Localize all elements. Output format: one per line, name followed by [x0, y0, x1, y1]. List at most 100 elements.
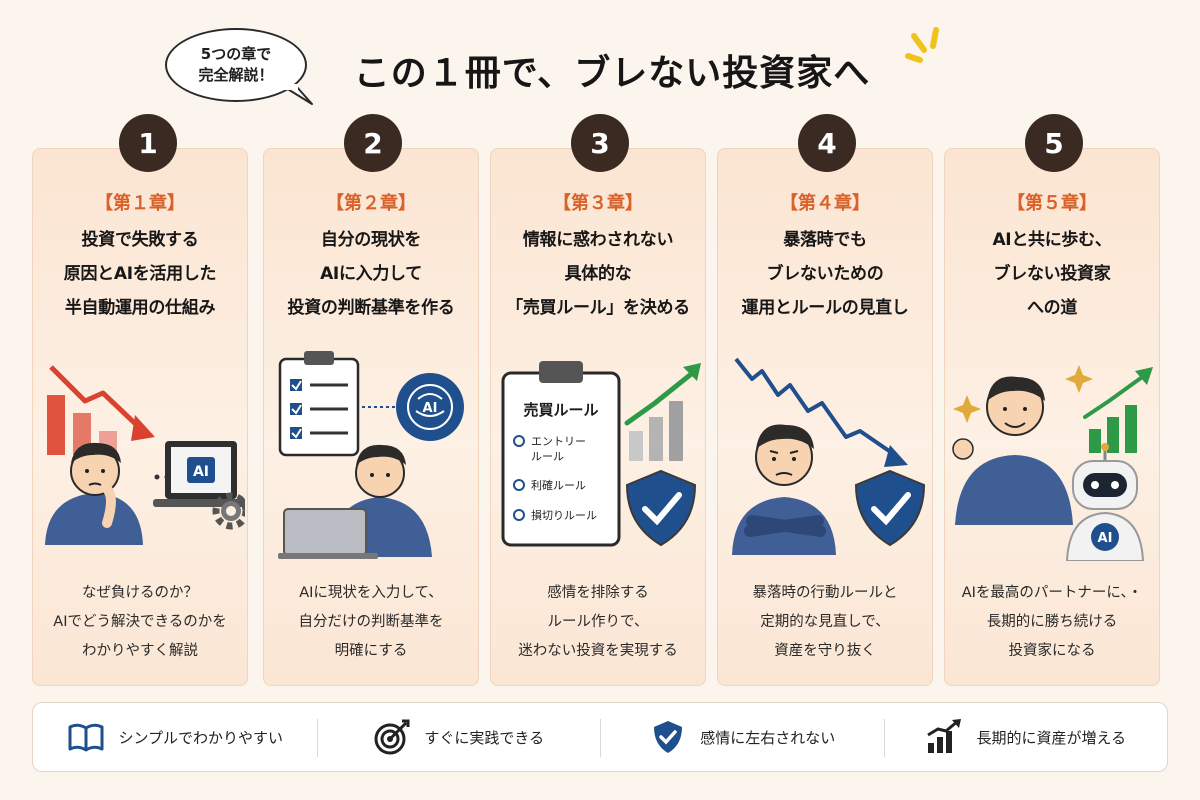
description-line: わかりやすく解説: [82, 643, 198, 659]
confident-person-icon: [952, 376, 1073, 525]
feature-simple: シンプルでわかりやすい: [33, 703, 317, 771]
chapter-title-line: 運用とルールの見直し: [741, 298, 909, 318]
sparkle-icon: [905, 27, 939, 63]
chapter-title-line: 半自動運用の仕組み: [64, 298, 216, 318]
chapter-title-line: AIに入力して: [320, 264, 422, 284]
chapter-number-badge: 1: [119, 114, 177, 172]
crash-line-icon: [734, 357, 908, 467]
description-line: 長期的に勝ち続ける: [986, 614, 1118, 630]
description-line: ルール作りで、: [547, 614, 649, 630]
chapter-title-line: 投資で失敗する: [81, 230, 199, 250]
chapter-1-illustration: AI: [45, 365, 245, 545]
person-laptop-icon: [278, 444, 432, 559]
chapter-title-line: 情報に惑わされない: [522, 230, 674, 250]
description-line: 迷わない投資を実現する: [518, 643, 678, 659]
feature-emotion: 感情に左右されない: [600, 703, 884, 771]
chapter-title-line: ブレない投資家: [993, 264, 1111, 284]
chapter-label: 【第５章】: [1007, 193, 1097, 214]
chapter-card-2: 【第２章】 自分の現状を AIに入力して 投資の判断基準を作る AI: [263, 148, 479, 686]
rising-chart-icon: [624, 363, 701, 461]
shield-check-icon: [654, 721, 683, 753]
chapter-description: AIを最高のパートナーに、・ 長期的に勝ち続ける 投資家になる: [945, 579, 1159, 666]
description-line: なぜ負けるのか？: [82, 585, 198, 601]
page-title: この１冊で、ブレない投資家へ: [353, 53, 871, 94]
worried-person-icon: [732, 424, 836, 555]
chapter-label: 【第２章】: [326, 193, 416, 214]
chapter-title: 自分の現状を AIに入力して 投資の判断基準を作る: [264, 223, 478, 325]
chapter-title: 情報に惑わされない 具体的な 「売買ルール」を決める: [491, 223, 705, 325]
description-line: AIに現状を入力して、: [299, 585, 443, 601]
chapter-title-line: 暴落時でも: [783, 230, 867, 250]
description-line: 暴落時の行動ルールと: [752, 585, 898, 601]
sparkle-icon: [953, 365, 1093, 423]
chapter-title-line: への道: [1026, 298, 1078, 318]
chapter-title-line: ブレないための: [766, 264, 884, 284]
checklist-clipboard-icon: [278, 351, 360, 457]
clipboard-item: ルール: [531, 450, 564, 463]
chapter-card-1: 【第１章】 投資で失敗する 原因とAIを活用した 半自動運用の仕組み: [32, 148, 248, 686]
chapter-label: 【第４章】: [780, 193, 870, 214]
description-line: AIを最高のパートナーに、・: [961, 585, 1143, 601]
chapter-title-line: AIと共に歩む、: [992, 230, 1112, 250]
feature-label: 感情に左右されない: [700, 728, 836, 747]
ai-brain-icon: AI: [396, 373, 464, 441]
chapter-label: 【第１章】: [95, 193, 185, 214]
description-line: 資産を守り抜く: [774, 643, 876, 659]
bubble-line-1: 5つの章で: [200, 45, 272, 63]
shield-check-icon: [625, 469, 697, 547]
target-icon: [374, 719, 410, 755]
chapter-title: AIと共に歩む、 ブレない投資家 への道: [945, 223, 1159, 325]
chapter-description: AIに現状を入力して、 自分だけの判断基準を 明確にする: [264, 579, 478, 666]
chapter-title-line: 原因とAIを活用した: [63, 264, 217, 284]
bubble-line-2: 完全解説！: [198, 66, 274, 84]
chapter-number-badge: 3: [571, 114, 629, 172]
chapter-title-line: 「売買ルール」を決める: [506, 298, 690, 318]
ai-robot-icon: AI: [1065, 443, 1145, 561]
chapter-title-line: 自分の現状を: [320, 230, 422, 250]
chapter-label: 【第３章】: [553, 193, 643, 214]
chapter-title-line: 投資の判断基準を作る: [287, 298, 455, 318]
chapter-title: 投資で失敗する 原因とAIを活用した 半自動運用の仕組み: [33, 223, 247, 325]
chapter-title: 暴落時でも ブレないための 運用とルールの見直し: [718, 223, 932, 325]
clipboard-title: 売買ルール: [523, 401, 598, 419]
description-line: 定期的な見直しで、: [760, 614, 890, 630]
feature-label: すぐに実践できる: [424, 728, 545, 747]
clipboard-item: 利確ルール: [531, 478, 586, 492]
rules-clipboard-icon: 売買ルール エントリー ルール 利確ルール 損切りルール: [501, 361, 621, 547]
header: 5つの章で 完全解説！ この１冊で、ブレない投資家へ: [0, 0, 1200, 120]
speech-bubble: 5つの章で 完全解説！: [165, 28, 307, 102]
rising-chart-icon: [1083, 367, 1153, 453]
chapter-number-badge: 2: [344, 114, 402, 172]
chapter-card-3: 【第３章】 情報に惑わされない 具体的な 「売買ルール」を決める 売買ルール エ…: [490, 148, 706, 686]
chapter-description: 暴落時の行動ルールと 定期的な見直しで、 資産を守り抜く: [718, 579, 932, 666]
clipboard-item: エントリー: [531, 435, 586, 448]
description-line: 投資家になる: [1008, 643, 1096, 659]
gear-icon: [212, 492, 245, 530]
description-line: 自分だけの判断基準を: [298, 614, 444, 630]
feature-label: シンプルでわかりやすい: [118, 728, 284, 747]
chapter-card-4: 【第４章】 暴落時でも ブレないための 運用とルールの見直し 暴落時の行動ルール…: [717, 148, 933, 686]
chapter-4-illustration: [732, 357, 926, 555]
shield-check-icon: [854, 469, 926, 547]
chapter-2-illustration: AI: [278, 351, 464, 559]
chapter-number-badge: 5: [1025, 114, 1083, 172]
feature-bar: シンプルでわかりやすい すぐに実践できる 感情に左右されない 長期的に資産が増え…: [32, 702, 1168, 772]
clipboard-item: 損切りルール: [531, 508, 597, 522]
thinking-person-icon: [45, 442, 143, 545]
ai-label: AI: [1098, 531, 1113, 546]
description-line: 感情を排除する: [547, 585, 649, 601]
feature-label: 長期的に資産が増える: [976, 728, 1127, 747]
growth-chart-icon: [927, 719, 962, 753]
laptop-ai-icon: AI: [153, 441, 245, 507]
description-line: AIでどう解決できるのかを: [53, 614, 227, 630]
chapter-card-5: 【第５章】 AIと共に歩む、 ブレない投資家 への道: [944, 148, 1160, 686]
speech-bubble-tail-icon: [284, 84, 313, 105]
chapter-description: 感情を排除する ルール作りで、 迷わない投資を実現する: [491, 579, 705, 666]
declining-chart-icon: [47, 365, 155, 455]
chapter-description: なぜ負けるのか？ AIでどう解決できるのかを わかりやすく解説: [33, 579, 247, 666]
open-book-icon: [68, 723, 104, 752]
chapter-title-line: 具体的な: [564, 264, 632, 284]
chapter-5-illustration: AI: [952, 365, 1153, 561]
ai-label: AI: [423, 401, 438, 416]
feature-practical: すぐに実践できる: [316, 703, 601, 771]
